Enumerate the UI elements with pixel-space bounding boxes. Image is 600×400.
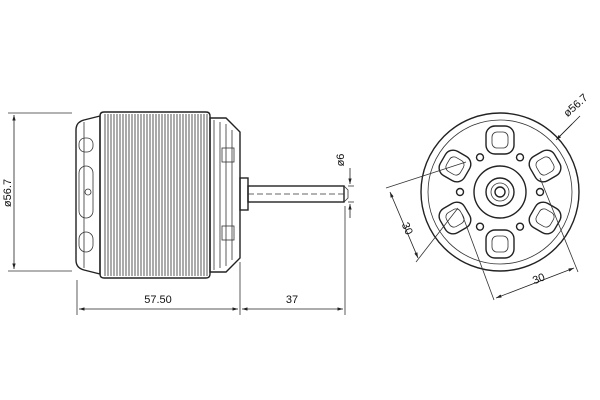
shaft-length-label: 37	[286, 294, 298, 306]
side-dimensions: ø56.7 57.50 37 ø6	[2, 112, 354, 315]
shaft-diameter-label: ø6	[335, 154, 347, 167]
mounting-hole	[535, 187, 545, 197]
front-bell	[209, 117, 241, 273]
bearing	[490, 182, 510, 202]
cooling-opening	[528, 149, 562, 183]
mounting-holes	[455, 153, 545, 231]
shaft-end	[494, 186, 506, 198]
cooling-opening	[438, 201, 472, 235]
mounting-hole	[515, 222, 525, 231]
hole-spacing-a-label: 30	[399, 221, 415, 237]
hub-outer	[473, 165, 527, 219]
cap-slot	[78, 231, 94, 253]
cap-screw	[84, 188, 92, 196]
body-length-label: 57.50	[144, 294, 172, 306]
outer-rim	[420, 112, 580, 272]
cooling-opening	[485, 125, 515, 155]
cooling-openings	[438, 125, 562, 259]
front-diameter-label: ø56.7	[562, 92, 591, 120]
cap-slot	[78, 137, 94, 153]
cooling-fins	[104, 114, 208, 276]
mounting-hole	[455, 187, 465, 197]
side-diameter-label: ø56.7	[2, 179, 14, 207]
cooling-opening	[528, 201, 562, 235]
shaft-collar	[239, 177, 249, 211]
front-view	[420, 112, 580, 272]
front-dimensions: ø56.7 30 30	[385, 92, 591, 301]
finned-can	[99, 111, 211, 279]
hole-spacing-b-label: 30	[531, 271, 547, 287]
rear-cap	[75, 115, 101, 275]
side-view	[75, 111, 349, 279]
cooling-opening	[438, 149, 472, 183]
mounting-hole	[475, 222, 485, 231]
cap-slot	[78, 165, 94, 219]
bearing-housing	[485, 177, 515, 207]
cooling-opening	[485, 229, 515, 259]
mounting-hole	[475, 153, 485, 162]
inner-rim	[427, 119, 573, 265]
mounting-hole	[515, 153, 525, 162]
